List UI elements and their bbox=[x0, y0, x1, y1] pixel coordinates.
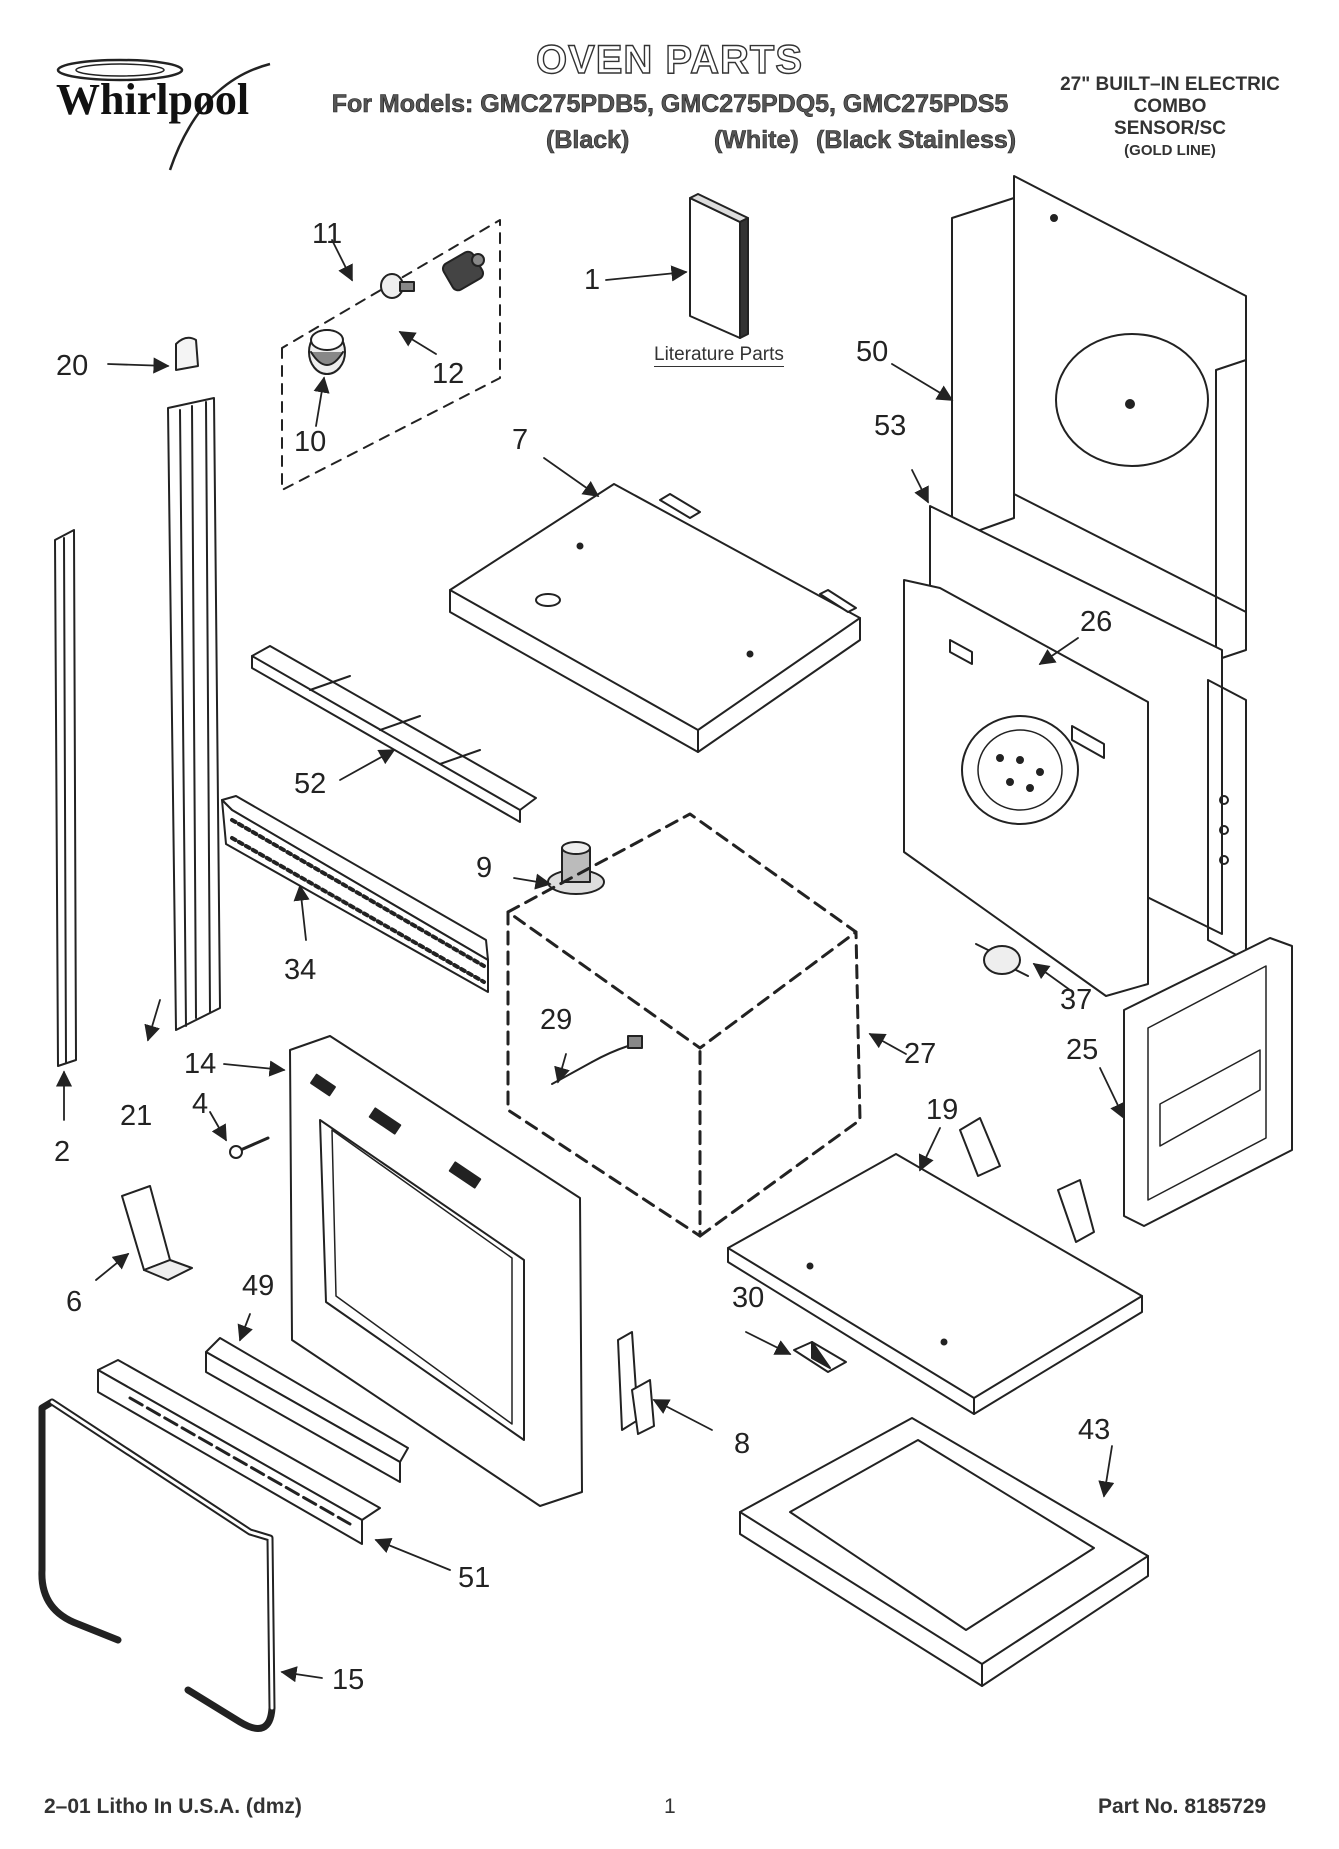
part-rear-wall-26 bbox=[903, 579, 1247, 997]
callout-30: 30 bbox=[732, 1282, 765, 1314]
part-knob-10 bbox=[308, 329, 346, 375]
part-oven-cavity-27 bbox=[506, 812, 862, 1238]
color-black: (Black) bbox=[546, 126, 630, 155]
callout-51: 51 bbox=[458, 1562, 491, 1594]
part-bracket-8 bbox=[617, 1331, 655, 1435]
callout-20: 20 bbox=[56, 350, 89, 382]
callout-27: 27 bbox=[904, 1038, 937, 1070]
part-knob-12 bbox=[380, 273, 415, 299]
footer-part-number: Part No. 8185729 bbox=[1098, 1795, 1267, 1818]
footer-page-number: 1 bbox=[664, 1795, 676, 1818]
callout-15: 15 bbox=[332, 1664, 365, 1696]
color-white: (White) bbox=[714, 126, 799, 155]
part-bottom-tray-19 bbox=[727, 1117, 1143, 1415]
product-line-4: (GOLD LINE) bbox=[1124, 142, 1216, 159]
callout-4: 4 bbox=[192, 1088, 209, 1120]
part-side-panel-25 bbox=[1123, 937, 1293, 1227]
callout-52: 52 bbox=[294, 768, 327, 800]
callout-10: 10 bbox=[294, 426, 327, 458]
callout-2: 2 bbox=[54, 1136, 71, 1168]
callout-6: 6 bbox=[66, 1286, 83, 1318]
footer-litho: 2–01 Litho In U.S.A. (dmz) bbox=[44, 1795, 302, 1818]
callout-14: 14 bbox=[184, 1048, 217, 1080]
part-top-panel-7 bbox=[449, 483, 861, 753]
whirlpool-logo: Whirlpool bbox=[56, 58, 271, 171]
callout-1: 1 bbox=[584, 264, 601, 296]
part-selector-switch bbox=[441, 250, 485, 292]
part-clip-30 bbox=[793, 1341, 847, 1373]
color-black-stainless: (Black Stainless) bbox=[816, 126, 1017, 155]
part-literature-booklet bbox=[689, 193, 749, 339]
callout-50: 50 bbox=[856, 336, 889, 368]
callout-19: 19 bbox=[926, 1094, 959, 1126]
callout-8: 8 bbox=[734, 1428, 751, 1460]
callout-25: 25 bbox=[1066, 1034, 1099, 1066]
callout-37: 37 bbox=[1060, 984, 1093, 1016]
callout-11: 11 bbox=[312, 218, 343, 250]
product-line-1: 27" BUILT–IN ELECTRIC bbox=[1060, 74, 1280, 95]
logo-wordmark: Whirlpool bbox=[56, 75, 249, 124]
part-back-panel-50 bbox=[951, 175, 1247, 661]
callout-34: 34 bbox=[284, 954, 317, 986]
callout-29: 29 bbox=[540, 1004, 573, 1036]
part-bottom-trim-51 bbox=[97, 1359, 381, 1545]
product-line-3: SENSOR/SC bbox=[1114, 118, 1226, 139]
callout-26: 26 bbox=[1080, 606, 1113, 638]
part-vent-grille-34 bbox=[221, 795, 489, 993]
part-front-frame-14 bbox=[289, 1035, 583, 1507]
part-sensor-9 bbox=[547, 841, 605, 895]
part-end-cap-20 bbox=[175, 336, 199, 371]
page-title: OVEN PARTS bbox=[535, 37, 804, 82]
part-rail-52 bbox=[251, 645, 537, 823]
callout-53: 53 bbox=[874, 410, 907, 442]
callout-21: 21 bbox=[120, 1100, 153, 1132]
part-lower-pan-43 bbox=[739, 1417, 1149, 1687]
part-cavity-wire-29 bbox=[551, 1035, 643, 1085]
product-line-2: COMBO bbox=[1133, 96, 1207, 117]
callout-12: 12 bbox=[432, 358, 465, 390]
part-vertical-strip-2 bbox=[54, 529, 77, 1067]
part-bracket-49 bbox=[205, 1337, 409, 1483]
callout-49: 49 bbox=[242, 1270, 275, 1302]
literature-parts-label: Literature Parts bbox=[654, 344, 784, 367]
callout-7: 7 bbox=[512, 424, 529, 456]
part-vertical-trim-21 bbox=[167, 397, 221, 1031]
callout-43: 43 bbox=[1078, 1414, 1111, 1446]
callout-9: 9 bbox=[476, 852, 493, 884]
models-line: For Models: GMC275PDB5, GMC275PDQ5, GMC2… bbox=[331, 90, 1009, 119]
part-knob-group-box bbox=[281, 219, 501, 491]
part-thermostat-37 bbox=[975, 943, 1029, 977]
part-bracket-6 bbox=[121, 1185, 193, 1281]
part-screw-4 bbox=[229, 1136, 270, 1159]
leader-lines bbox=[55, 239, 1125, 1683]
